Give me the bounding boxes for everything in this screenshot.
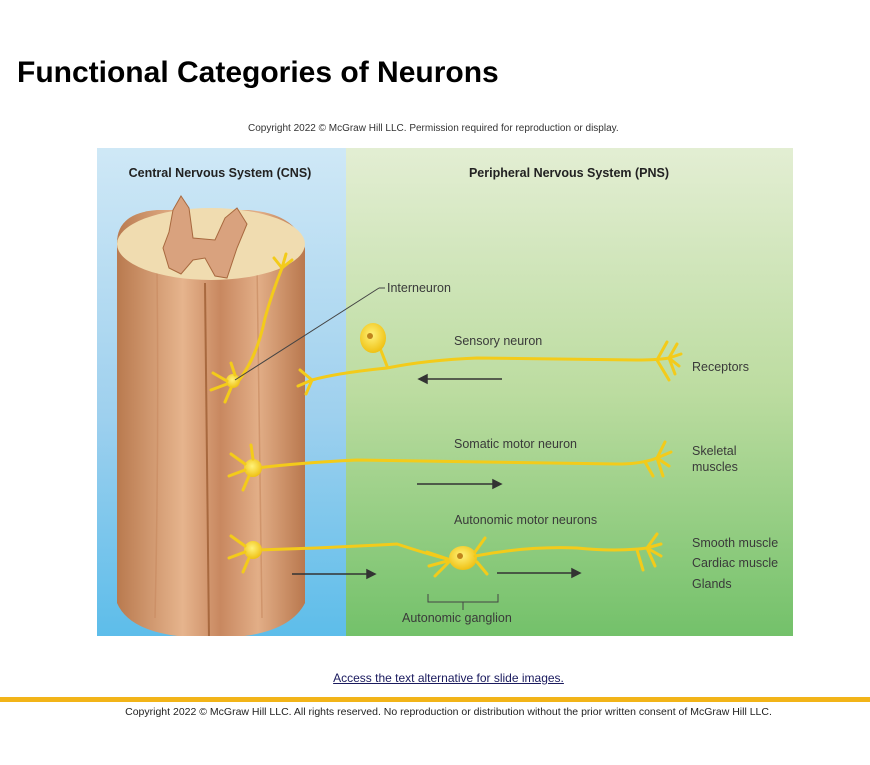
label-autonomic-ganglion: Autonomic ganglion (402, 611, 512, 625)
label-somatic-motor-neuron: Somatic motor neuron (454, 437, 577, 451)
label-glands: Glands (692, 577, 732, 591)
label-receptors: Receptors (692, 360, 749, 374)
cns-header: Central Nervous System (CNS) (129, 166, 312, 180)
sensory-neuron (296, 323, 683, 396)
slide-title: Functional Categories of Neurons (17, 56, 499, 89)
interneuron (209, 252, 294, 404)
footer-copyright: Copyright 2022 © McGraw Hill LLC. All ri… (125, 706, 772, 718)
figure-copyright: Copyright 2022 © McGraw Hill LLC. Permis… (248, 123, 619, 134)
ganglion-bracket (427, 594, 499, 610)
label-skeletal: Skeletal (692, 444, 736, 458)
interneuron-leader (234, 287, 380, 381)
text-alternative-link[interactable]: Access the text alternative for slide im… (333, 671, 564, 685)
footer-accent-bar (0, 697, 870, 702)
label-cardiac-muscle: Cardiac muscle (692, 556, 778, 570)
pns-header: Peripheral Nervous System (PNS) (469, 166, 669, 180)
spinal-cord (117, 195, 305, 636)
somatic-motor-neuron (227, 440, 673, 492)
label-muscles: muscles (692, 460, 738, 474)
label-interneuron: Interneuron (387, 281, 451, 295)
label-autonomic-motor-neurons: Autonomic motor neurons (454, 513, 597, 527)
neuron-categories-figure: Central Nervous System (CNS) Peripheral … (97, 148, 793, 636)
signal-arrows (292, 373, 582, 580)
label-smooth-muscle: Smooth muscle (692, 536, 778, 550)
label-sensory-neuron: Sensory neuron (454, 334, 542, 348)
pns-region (346, 148, 793, 636)
autonomic-motor-neurons (227, 532, 663, 578)
